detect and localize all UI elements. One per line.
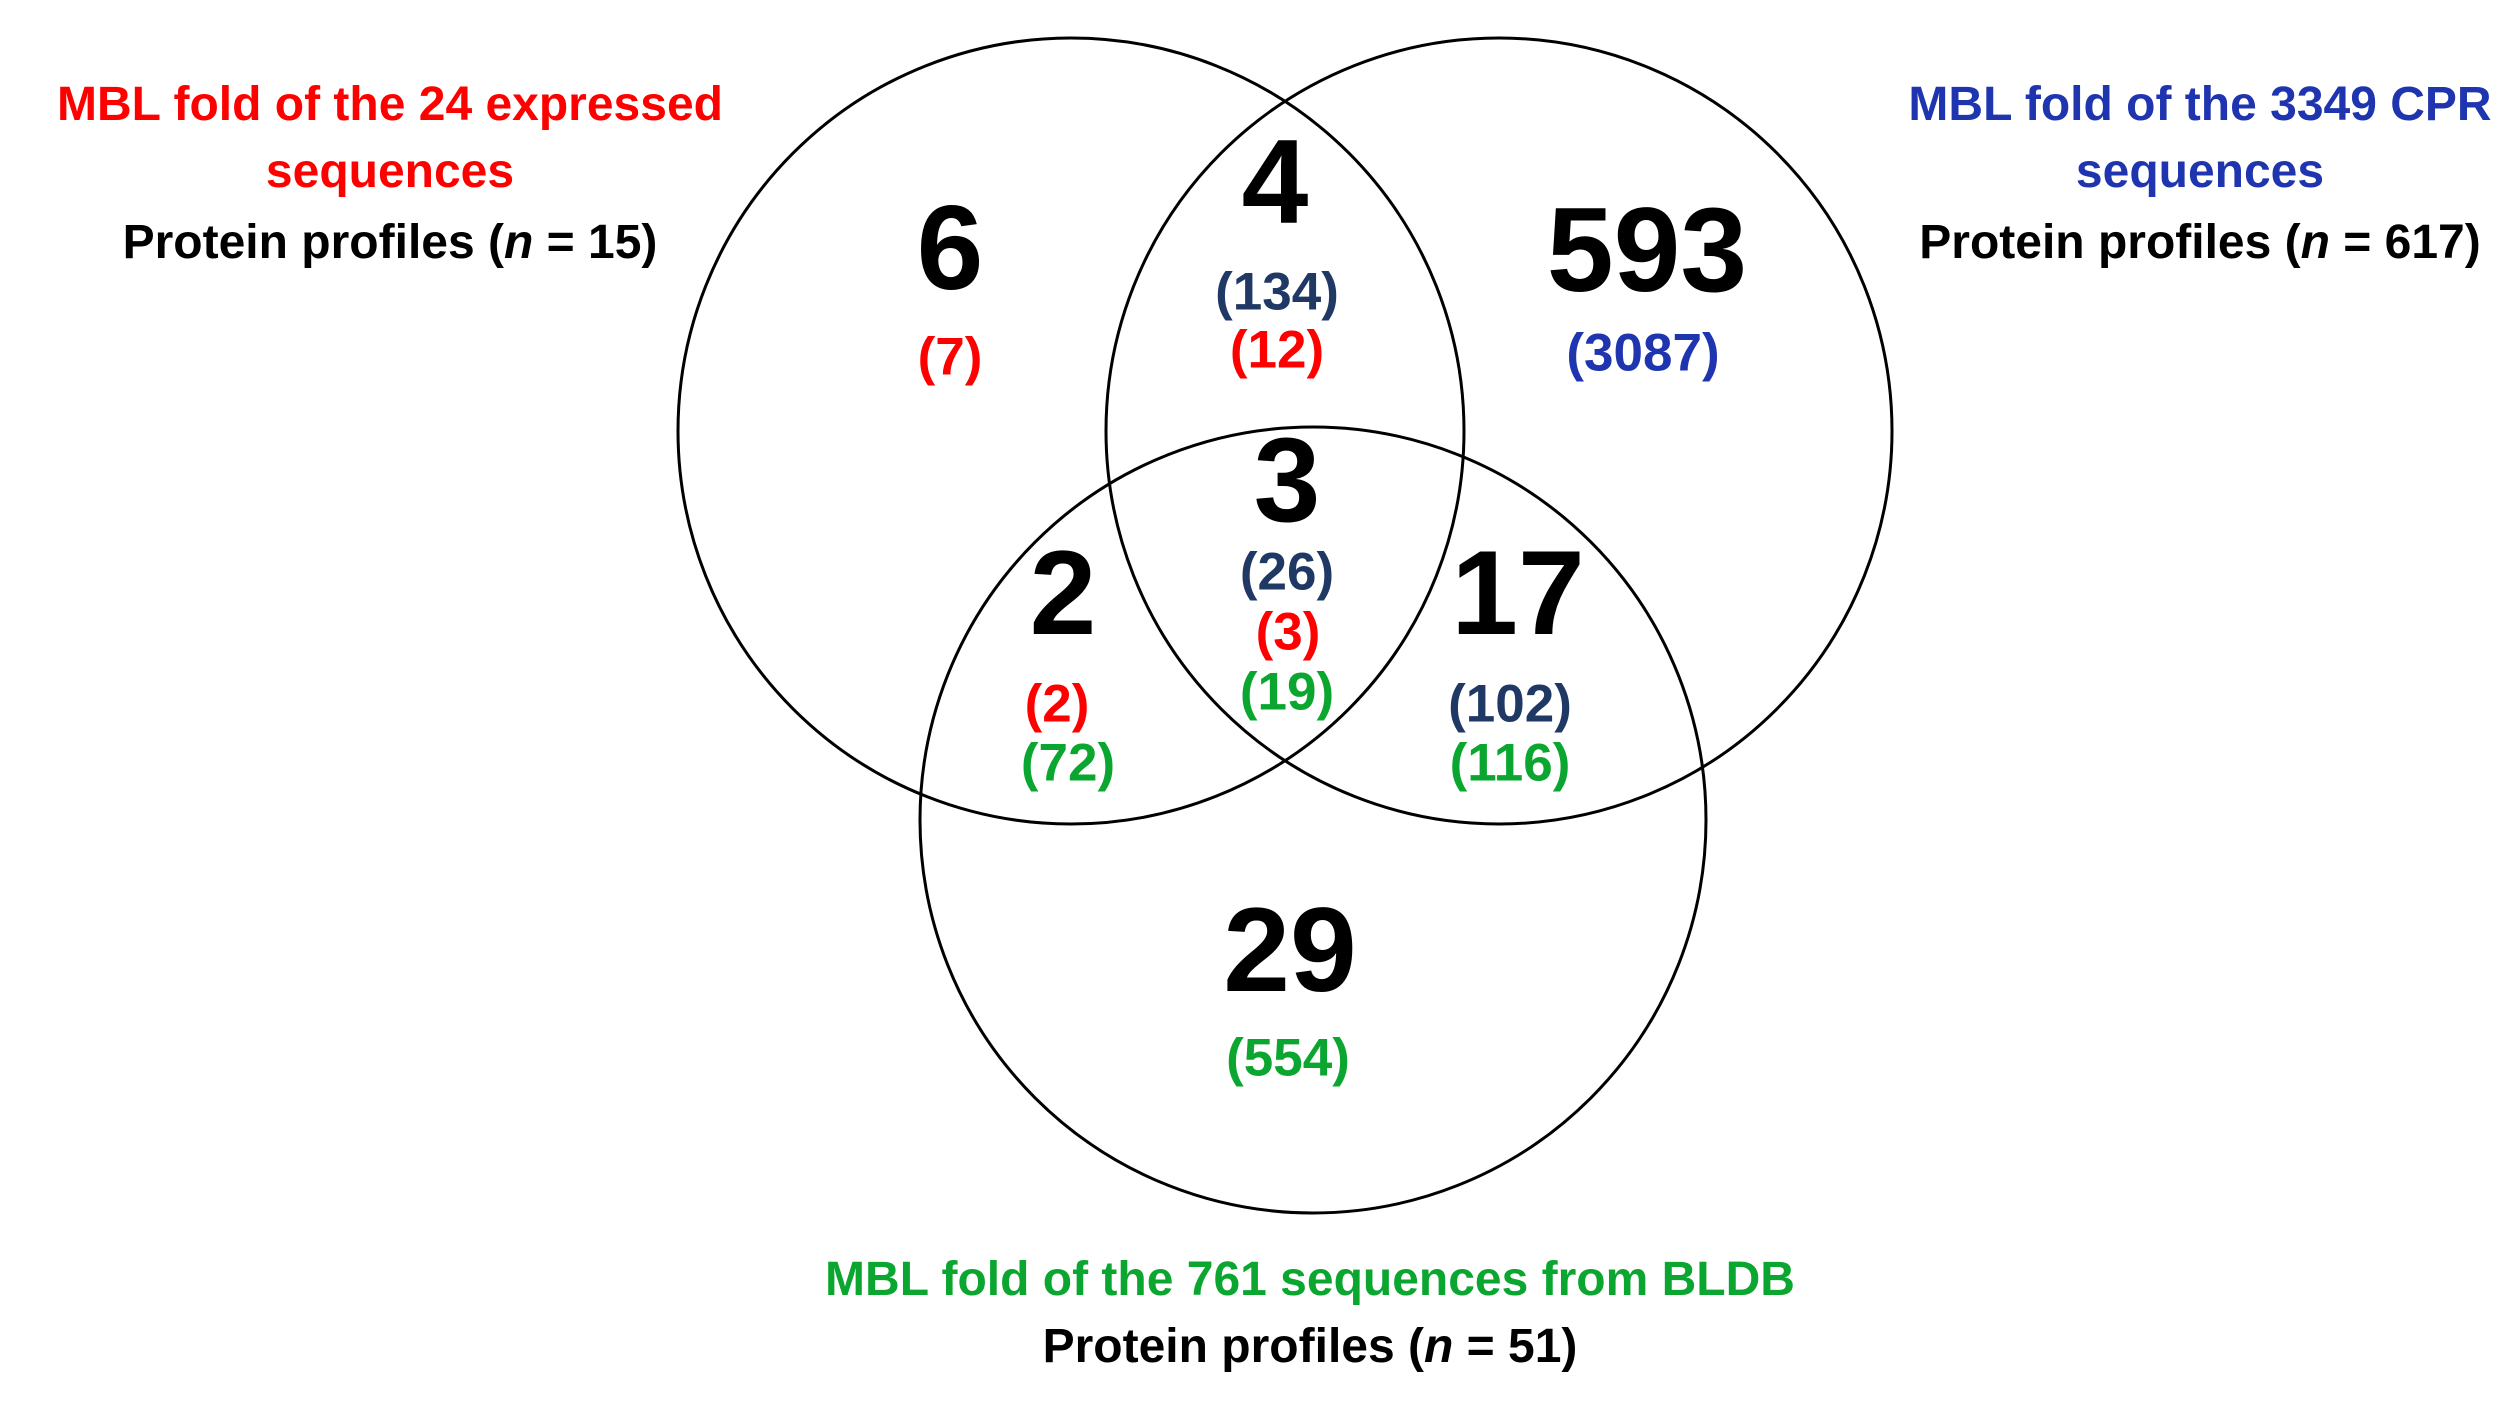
- region-all-three-count-3: (19): [1239, 662, 1335, 722]
- set-profiles-bldb: Protein profiles (n = 51): [1043, 1323, 1578, 1371]
- region-expressed-only-count-1: (7): [917, 327, 983, 387]
- region-expressed-cpr-profiles: 4: [1241, 115, 1309, 249]
- set-title-bldb-line1: MBL fold of the 761 sequences from BLDB: [825, 1253, 1795, 1306]
- region-expressed-bldb-profiles: 2: [1029, 526, 1097, 660]
- region-expressed-only-profiles: 6: [916, 181, 984, 315]
- region-expressed-bldb-count-2: (72): [1020, 733, 1116, 793]
- region-expressed-bldb-count-1: (2): [1024, 674, 1090, 734]
- profiles-expressed-prefix: Protein profiles (: [122, 216, 504, 269]
- circle-expressed-sequences: [676, 36, 1466, 826]
- set-title-cpr-line2: sequences: [2075, 145, 2325, 198]
- region-all-three-profiles: 3: [1253, 413, 1321, 547]
- region-cpr-bldb-count-2: (116): [1449, 733, 1571, 793]
- profiles-expressed-suffix: = 15): [533, 216, 658, 269]
- region-bldb-only-count-1: (554): [1226, 1028, 1350, 1088]
- region-cpr-only-profiles: 593: [1546, 183, 1748, 317]
- set-profiles-cpr: Protein profiles (n = 617): [1919, 219, 2480, 267]
- set-title-cpr-line1: MBL fold of the 3349 CPR: [1908, 78, 2492, 131]
- set-title-expressed-line1: MBL fold of the 24 expressed: [57, 78, 723, 131]
- profiles-bldb-prefix: Protein profiles (: [1042, 1320, 1424, 1373]
- profiles-expressed-n-italic: n: [503, 216, 534, 269]
- set-title-expressed-line2: sequences: [265, 145, 515, 198]
- region-bldb-only-profiles: 29: [1223, 883, 1357, 1017]
- profiles-bldb-suffix: = 51): [1453, 1320, 1578, 1373]
- profiles-cpr-n-italic: n: [2300, 216, 2330, 269]
- region-expressed-cpr-count-2: (12): [1229, 320, 1325, 380]
- circle-bldb-sequences: [918, 425, 1708, 1215]
- region-all-three-count-2: (3): [1255, 602, 1321, 662]
- profiles-cpr-prefix: Protein profiles (: [1919, 216, 2301, 269]
- region-all-three-count-1: (26): [1239, 542, 1335, 602]
- set-profiles-expressed: Protein profiles (n = 15): [123, 219, 658, 267]
- region-cpr-only-count-1: (3087): [1566, 323, 1720, 383]
- region-cpr-bldb-count-1: (102): [1448, 674, 1572, 734]
- profiles-bldb-n-italic: n: [1423, 1320, 1454, 1373]
- region-cpr-bldb-profiles: 17: [1451, 526, 1585, 660]
- profiles-cpr-suffix: = 617): [2329, 216, 2481, 269]
- region-expressed-cpr-count-1: (134): [1215, 262, 1339, 322]
- circle-cpr-sequences: [1104, 36, 1894, 826]
